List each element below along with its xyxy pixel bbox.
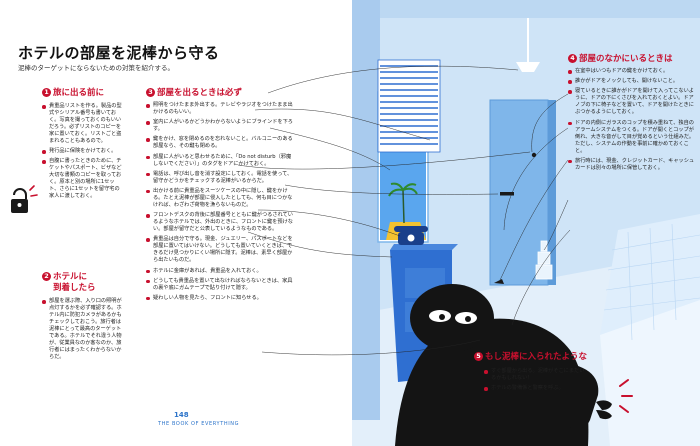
list-item: 貴重品は自分で守る。現金、ジュエリー、パスポートなどを部屋に置いてはいけない。ど… — [146, 236, 296, 264]
list-item: ドアの内側にガラスのコップを積み重ねて、独自のアラームシステムをつくる。ドアが開… — [568, 120, 696, 155]
list-item: 旅行時には、現金、クレジットカード、キャッシュカードは別々の場所に保管しておく。 — [568, 158, 696, 172]
list-item: 自腹に書ったときのために、チケットやパスポート、ビザなど大切な書類のコピーを取っ… — [42, 158, 124, 200]
burglar-head — [410, 284, 494, 352]
book-title-footer: THE BOOK OF EVERYTHING — [158, 421, 240, 427]
list-item: 鍵をかけ、窓を閉めるのを忘れないこと。バルコニーのある部屋なら、その鍵も閉める。 — [146, 136, 296, 150]
list-item: 照明をつけたまま外出する。テレビやラジオをつけたまま出かけるのもいい。 — [146, 102, 296, 116]
list-item: 寝ているときに誰かがドアを開けて入ってこないように、ドアの下にくさびを入れておく… — [568, 88, 696, 116]
section-4-list: 在室中はいつもドアの鍵をかけておく。 誰かがドアをノックしても、開けないこと。 … — [568, 68, 696, 172]
wall-edge — [352, 0, 380, 420]
palm-trunk — [402, 189, 405, 224]
list-item: ホテルに金庫があれば、貴重品を入れておく。 — [146, 268, 296, 275]
padlock-icon — [11, 185, 38, 213]
list-item: どうしても貴重品を置いて出なければならないときは、家具の裏や底にガムテープで貼り… — [146, 278, 296, 292]
telephone-icon[interactable] — [394, 226, 428, 245]
window — [377, 59, 441, 243]
list-item: 発行品に保険をかけておく。 — [42, 148, 124, 155]
section-5-number: 5 — [474, 352, 483, 361]
list-item: 疑わしい人物を見たら、フロントに知らせる。 — [146, 295, 296, 302]
list-item: ホテルの警備係と警察を呼ぶ。 — [484, 385, 588, 392]
section-3-number: 3 — [146, 88, 155, 97]
callout-lines — [237, 65, 571, 356]
list-item: すぐ部屋から出る。泥棒がそこにまだいるかもしれない！ — [484, 368, 588, 382]
bed — [600, 214, 700, 446]
list-item: 誰かがドアをノックしても、開けないこと。 — [568, 78, 696, 85]
section-3-list: 照明をつけたまま外出する。テレビやラジオをつけたまま出かけるのもいい。 室内に人… — [146, 102, 296, 302]
list-item: 出かける前に貴重品をスーツケースの中に隠し、鍵をかける。たとえ泥棒が部屋に侵入し… — [146, 188, 296, 209]
list-item: 室内に人がいるかどうかわからないようにブラインドを下ろす。 — [146, 119, 296, 133]
list-item: フロントデスクの背後に部屋番号とともに鍵がつるされているようなホテルでは、外出の… — [146, 212, 296, 233]
section-2-heading-line2: 到着したら — [53, 283, 96, 293]
door-handle[interactable] — [531, 152, 537, 158]
page-number: 148 — [174, 411, 189, 419]
section-1-list: 貴重品リストを作る。製品の型式やシリアル番号も書いておく。写真を撮っておくのもい… — [42, 103, 124, 200]
list-item: 部屋を選ぶ際、入り口の照明が点灯するかを必ず確認する。ホテル内に防犯カメラがある… — [42, 298, 126, 361]
section-4-number: 4 — [568, 54, 577, 63]
door-wedge — [494, 279, 504, 284]
list-item: 貴重品リストを作る。製品の型式やシリアル番号も書いておく。写真を撮っておくのもい… — [42, 103, 124, 145]
section-1-number: 1 — [42, 88, 51, 97]
palm-leaves — [388, 182, 418, 197]
page-subtitle: 泥棒のターゲットにならないための対策を紹介する。 — [18, 64, 174, 72]
section-2-list: 部屋を選ぶ際、入り口の照明が点灯するかを必ず確認する。ホテル内に防犯カメラがある… — [42, 298, 126, 361]
ceiling — [352, 0, 700, 18]
window-blinds[interactable] — [377, 59, 441, 153]
door-lock-slot — [500, 192, 514, 196]
list-item: 在室中はいつもドアの鍵をかけておく。 — [568, 68, 696, 75]
section-5-body: すぐ部屋から出る。泥棒がそこにまだいるかもしれない！ ホテルの警備係と警察を呼ぶ… — [484, 368, 588, 395]
burglar-figure — [395, 284, 612, 446]
red-alarm-burst-icon — [619, 379, 633, 413]
page-title: ホテルの部屋を泥棒から守る — [18, 44, 220, 62]
ceiling-lamp — [516, 18, 540, 72]
burglar-arm — [566, 365, 599, 429]
section-5-list: すぐ部屋から出る。泥棒がそこにまだいるかもしれない！ ホテルの警備係と警察を呼ぶ… — [484, 368, 588, 392]
section-2-number: 2 — [42, 272, 51, 281]
list-item: 部屋に人がいると思わせるために、「Do not disturb（邪魔しないでくだ… — [146, 154, 296, 168]
list-item: 電話は、呼び出し音を消す設定にしておく。電話を使って、留守かどうかをチェックする… — [146, 171, 296, 185]
